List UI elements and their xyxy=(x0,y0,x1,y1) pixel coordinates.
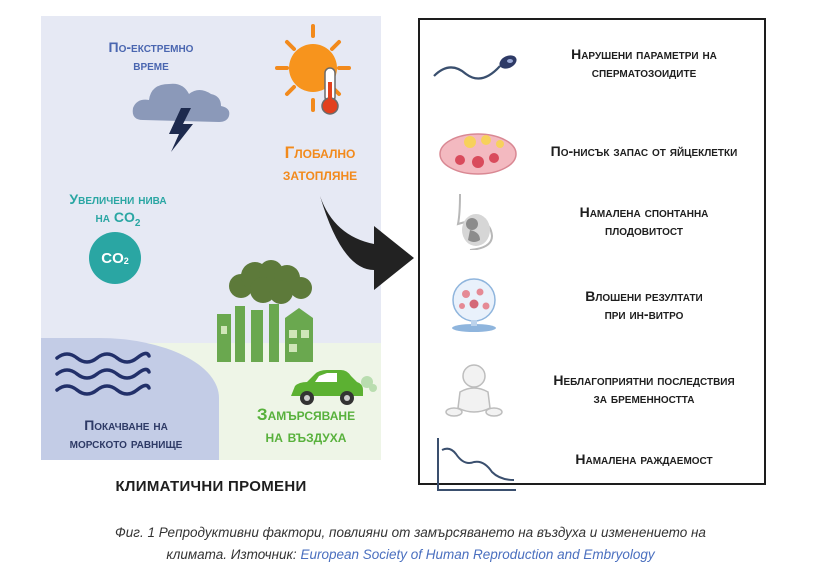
sea-zone xyxy=(41,338,219,460)
effect-row-birthrate: Намалена раждаемост xyxy=(420,438,764,510)
pregnancy-icon xyxy=(456,194,494,250)
sperm-icon xyxy=(433,55,517,80)
figure-caption: Фиг. 1 Репродуктивни фактори, повлияни о… xyxy=(115,525,706,562)
sun-thermometer-icon xyxy=(275,24,351,115)
factory-smoke-icon xyxy=(217,260,313,362)
air-pollution-label: Замърсяване на въздуха xyxy=(256,405,356,446)
global-warming-label: Глобално затопляне xyxy=(282,143,358,184)
sea-level-label: Покачване на морското равнище xyxy=(69,417,183,451)
petri-dish-icon xyxy=(452,278,496,332)
source-link[interactable]: European Society of Human Reproduction a… xyxy=(300,547,655,562)
curved-arrow-icon xyxy=(320,196,414,290)
effect-row-ovary: По-нисък запас от яйцеклетки xyxy=(420,116,764,186)
waves-icon xyxy=(55,351,151,396)
storm-cloud-icon xyxy=(132,83,230,152)
co2-levels-label: Увеличени нива на CO2 xyxy=(69,191,167,229)
climate-change-panel: По-екстремно време Глобално затопляне Ув… xyxy=(41,16,381,460)
baby-icon xyxy=(445,364,503,417)
effect-label-ovary: По-нисък запас от яйцеклетки xyxy=(550,143,738,159)
car-icon xyxy=(291,370,377,405)
effect-label-birthrate: Намалена раждаемост xyxy=(575,451,713,467)
ovary-icon xyxy=(439,133,517,175)
declining-chart-icon xyxy=(437,438,516,491)
extreme-weather-label: По-екстремно време xyxy=(108,39,194,73)
climate-change-title: КЛИМАТИЧНИ ПРОМЕНИ xyxy=(115,478,307,495)
